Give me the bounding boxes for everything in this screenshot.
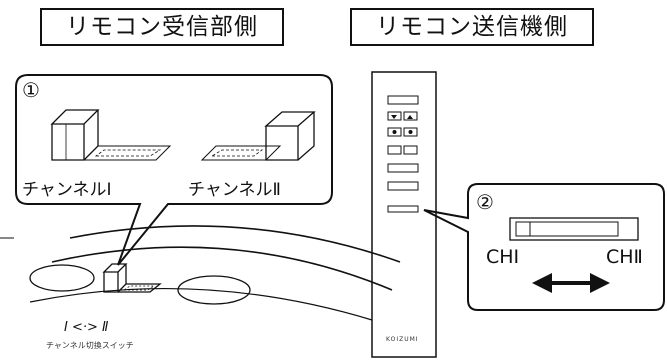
callout-number-1: ①	[22, 78, 40, 102]
receiver-arc-2	[51, 246, 393, 291]
slide-switch	[509, 217, 639, 241]
receiver-hole-left	[29, 264, 95, 292]
label-channel-1: チャンネルⅠ	[22, 180, 112, 200]
callout-number-2: ②	[476, 190, 494, 214]
receiver-small-switch	[102, 263, 162, 293]
receiver-arc-3	[29, 288, 373, 321]
label-ch1: CHⅠ	[486, 246, 520, 268]
switch-caption-text: チャンネル切換スイッチ	[46, 341, 134, 350]
remote-body	[371, 71, 437, 358]
receiver-hole-right	[177, 275, 251, 305]
transmitter-side-title: リモコン送信機側	[350, 8, 594, 46]
callout-box-left	[15, 74, 333, 266]
switch-ch1-illustration	[50, 109, 172, 161]
remote-brand-label: KOIZUMI	[386, 336, 419, 343]
switch-caption-roman: Ⅰ <·> Ⅱ	[64, 320, 109, 335]
receiver-arc-1	[69, 225, 401, 263]
label-channel-2: チャンネルⅡ	[188, 180, 281, 200]
receiver-side-title: リモコン受信部側	[40, 8, 284, 46]
remote-buttons	[387, 95, 419, 213]
callout-box-right	[423, 183, 665, 311]
label-ch2: CHⅡ	[606, 246, 643, 268]
switch-ch2-illustration	[200, 111, 316, 161]
